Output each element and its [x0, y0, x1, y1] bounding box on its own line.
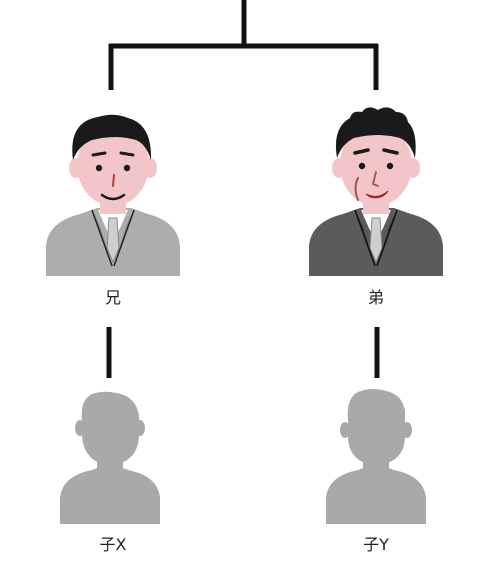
- child-y-label: 子Y: [363, 535, 389, 554]
- connector-lines: [106, 0, 380, 378]
- child-x-label: 子X: [99, 535, 127, 554]
- younger-brother-label: 弟: [367, 288, 384, 307]
- elder-brother-person-icon: [46, 114, 180, 276]
- child-x-person-silhouette-icon: [60, 391, 160, 524]
- elder-brother-label: 兄: [104, 288, 121, 307]
- younger-brother-person-icon: [309, 107, 443, 276]
- child-y-person-silhouette-icon: [326, 389, 426, 524]
